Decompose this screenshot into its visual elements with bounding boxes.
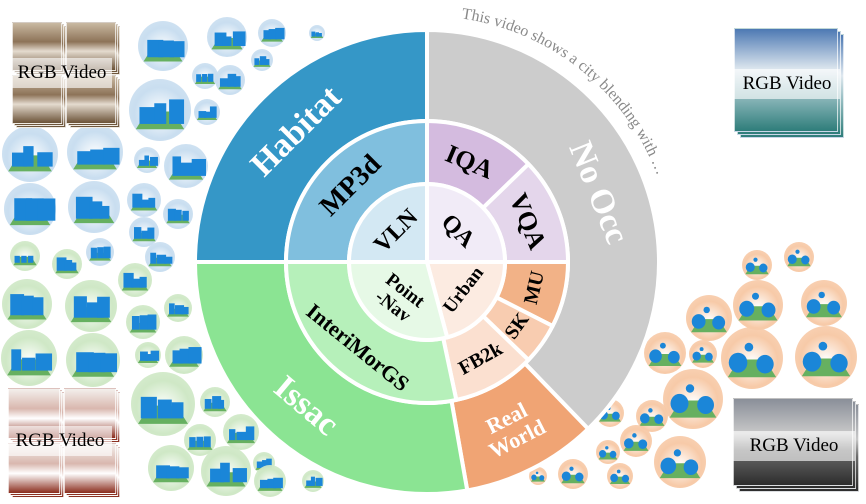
issac-occupancy-thumbnail xyxy=(200,387,230,417)
issac-occupancy-thumbnail xyxy=(1,330,57,386)
realworld-occupancy-thumbnail xyxy=(644,332,686,374)
habitat-occupancy-thumbnail xyxy=(4,183,56,235)
issac-occupancy-thumbnail xyxy=(52,249,82,279)
issac-occupancy-thumbnail xyxy=(118,263,152,297)
rgb-video-stack: RGB Video xyxy=(733,398,859,492)
habitat-occupancy-thumbnail xyxy=(309,25,325,41)
realworld-occupancy-thumbnail xyxy=(742,250,772,280)
issac-occupancy-thumbnail xyxy=(184,424,216,456)
realworld-occupancy-thumbnail xyxy=(784,242,814,272)
realworld-occupancy-thumbnail xyxy=(733,280,783,330)
rgb-video-label: RGB Video xyxy=(8,426,112,456)
issac-occupancy-thumbnail xyxy=(131,372,195,436)
issac-occupancy-thumbnail xyxy=(135,342,161,368)
issac-occupancy-thumbnail xyxy=(148,445,194,491)
rgb-video-label: RGB Video xyxy=(733,431,855,461)
realworld-occupancy-thumbnail xyxy=(558,459,588,489)
issac-occupancy-thumbnail xyxy=(10,241,40,271)
middle-ring-datasets xyxy=(284,119,570,405)
habitat-occupancy-thumbnail xyxy=(68,181,120,233)
realworld-occupancy-thumbnail xyxy=(689,340,717,368)
segment-qa xyxy=(425,182,507,264)
issac-occupancy-thumbnail xyxy=(2,279,52,329)
realworld-occupancy-thumbnail xyxy=(636,400,668,432)
habitat-occupancy-thumbnail xyxy=(145,242,175,272)
habitat-occupancy-thumbnail xyxy=(207,17,247,57)
issac-occupancy-thumbnail xyxy=(65,280,117,332)
habitat-occupancy-thumbnail xyxy=(194,99,220,125)
habitat-occupancy-thumbnail xyxy=(258,19,286,47)
habitat-occupancy-thumbnail xyxy=(67,124,123,180)
segment-vln xyxy=(347,182,429,264)
rgb-video-stack: RGB Video xyxy=(8,388,120,498)
habitat-occupancy-thumbnail xyxy=(129,79,191,141)
rgb-video-label: RGB Video xyxy=(12,58,112,88)
habitat-occupancy-thumbnail xyxy=(251,49,273,71)
realworld-occupancy-thumbnail xyxy=(663,369,723,429)
outer-ring-simulators xyxy=(193,28,661,496)
habitat-occupancy-thumbnail xyxy=(129,217,159,247)
realworld-occupancy-thumbnail xyxy=(620,425,652,457)
habitat-occupancy-thumbnail xyxy=(163,199,193,229)
realworld-occupancy-thumbnail xyxy=(607,463,633,489)
issac-occupancy-thumbnail xyxy=(201,446,251,496)
issac-occupancy-thumbnail xyxy=(302,470,324,492)
issac-occupancy-thumbnail xyxy=(254,465,286,497)
realworld-occupancy-thumbnail xyxy=(686,295,732,341)
habitat-occupancy-thumbnail xyxy=(215,65,245,95)
segment-point-nav xyxy=(347,260,450,342)
realworld-occupancy-thumbnail xyxy=(654,436,706,488)
issac-occupancy-thumbnail xyxy=(165,336,203,374)
habitat-occupancy-thumbnail xyxy=(86,238,114,266)
realworld-occupancy-thumbnail xyxy=(529,467,547,485)
habitat-occupancy-thumbnail xyxy=(164,144,208,188)
segment-urban xyxy=(425,260,507,340)
issac-occupancy-thumbnail xyxy=(164,294,192,322)
occupancy-thumbnail-bubbles xyxy=(1,17,857,497)
habitat-occupancy-thumbnail xyxy=(127,183,161,217)
rgb-video-stack: RGB Video xyxy=(12,22,120,128)
habitat-occupancy-thumbnail xyxy=(138,21,188,71)
realworld-occupancy-thumbnail xyxy=(795,326,857,388)
realworld-occupancy-thumbnail xyxy=(801,280,847,326)
inner-ring-tasks xyxy=(347,182,507,342)
rgb-video-stack: RGB Video xyxy=(734,28,844,138)
habitat-occupancy-thumbnail xyxy=(2,126,58,182)
realworld-occupancy-thumbnail xyxy=(721,327,783,389)
habitat-occupancy-thumbnail xyxy=(192,63,218,89)
issac-occupancy-thumbnail xyxy=(223,414,259,450)
habitat-occupancy-thumbnail xyxy=(134,147,160,173)
realworld-occupancy-thumbnail xyxy=(596,440,620,464)
issac-occupancy-thumbnail xyxy=(66,333,120,387)
rgb-video-label: RGB Video xyxy=(734,69,840,99)
issac-occupancy-thumbnail xyxy=(126,305,160,339)
